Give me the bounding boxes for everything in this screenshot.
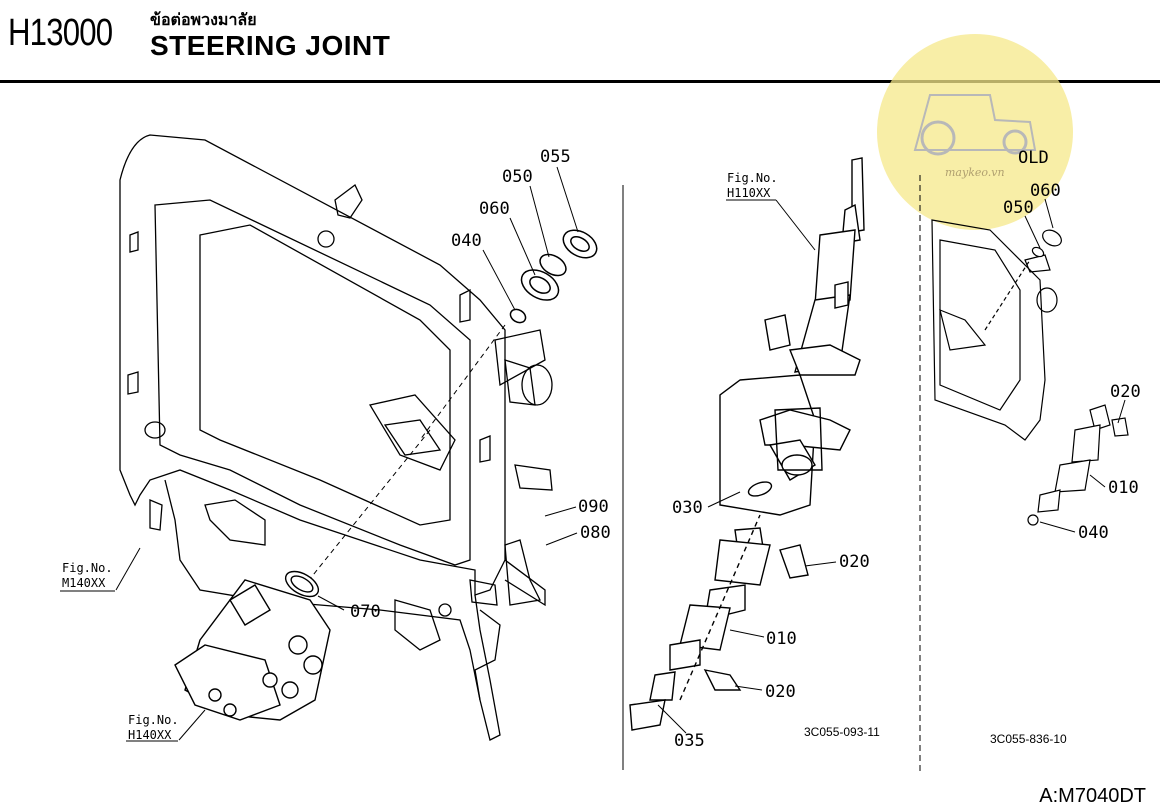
callout-020-lower: 020 [765, 682, 796, 702]
bracket-tube [494, 329, 553, 606]
callout-050: 050 [502, 167, 533, 187]
old-bracket [931, 219, 1058, 441]
old-callout-010: 010 [1108, 478, 1139, 498]
bracket-edge [504, 559, 546, 607]
universal-joint-shaft [629, 481, 809, 731]
old-joint [1027, 229, 1129, 526]
callout-035: 035 [674, 731, 705, 751]
callout-040: 040 [451, 231, 482, 251]
old-callout-020: 020 [1110, 382, 1141, 402]
diagram-code-right: 3C055-836-10 [990, 732, 1067, 746]
watermark-text: maykeo.vn [945, 166, 1005, 179]
bearing-stack [509, 229, 598, 324]
steering-unit [174, 570, 331, 721]
header-rule [0, 80, 1160, 83]
figref-m140-line1: Fig.No. [62, 561, 113, 575]
model-footer: A:M7040DT [1039, 785, 1146, 807]
callout-060: 060 [479, 199, 510, 219]
page-title: STEERING JOINT [150, 30, 391, 61]
page-title-thai: ข้อต่อพวงมาลัย [150, 10, 257, 29]
callout-020-upper: 020 [839, 552, 870, 572]
callout-030: 030 [672, 498, 703, 518]
page-code: H13000 [8, 12, 113, 54]
watermark-logo: maykeo.vn [877, 34, 1073, 230]
diagram-code-center: 3C055-093-11 [804, 725, 880, 739]
callout-010: 010 [766, 629, 797, 649]
callout-070: 070 [350, 602, 381, 622]
old-label: OLD [1018, 148, 1049, 168]
old-callout-050: 050 [1003, 198, 1034, 218]
figref-h140-line2: H140XX [128, 728, 172, 742]
figref-h140-line1: Fig.No. [128, 713, 179, 727]
steering-column [719, 157, 865, 516]
old-callout-060: 060 [1030, 181, 1061, 201]
leader-lines [60, 166, 1126, 742]
callout-080: 080 [580, 523, 611, 543]
assembly-line [304, 429, 431, 586]
figref-h110-line2: H110XX [727, 186, 771, 200]
figref-h110-line1: Fig.No. [727, 171, 778, 185]
support-bracket [119, 134, 506, 741]
figref-m140-line2: M140XX [62, 576, 106, 590]
callout-055: 055 [540, 147, 571, 167]
old-callout-040: 040 [1078, 523, 1109, 543]
callout-090: 090 [578, 497, 609, 517]
